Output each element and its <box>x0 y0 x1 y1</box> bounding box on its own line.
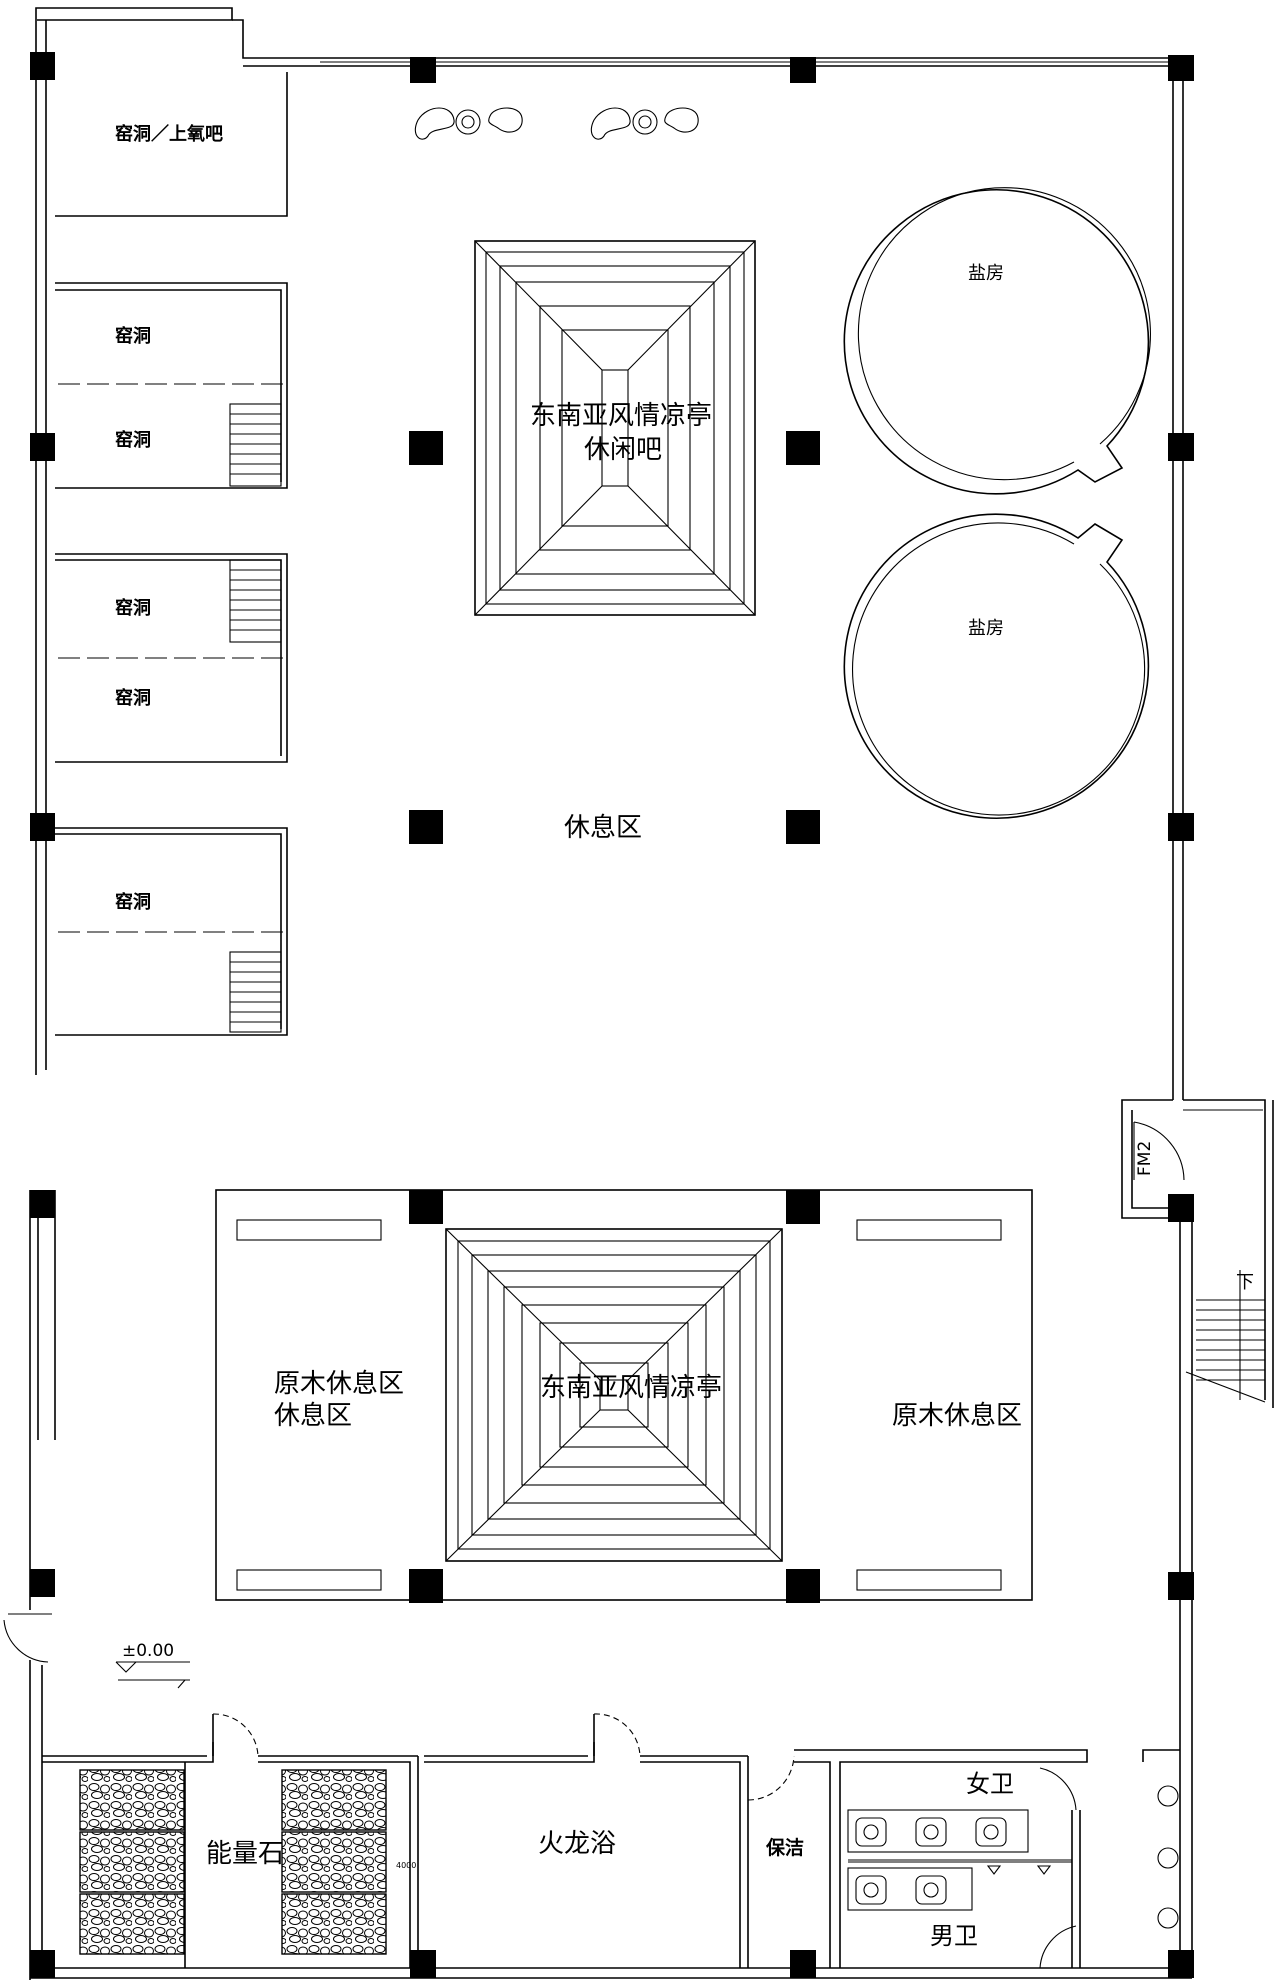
label-pavilion-center: 东南亚风情凉亭 <box>540 1373 722 1403</box>
stair-1 <box>229 403 282 487</box>
toilet-fixtures <box>855 1785 1179 1929</box>
label-door-fm2: FM2 <box>1135 1141 1155 1176</box>
top-pavilion <box>474 240 756 616</box>
label-stair-down: 下 <box>1236 1272 1254 1293</box>
left-entrance <box>3 1613 190 1689</box>
outer-walls <box>29 7 1274 1980</box>
label-salt-room-2: 盐房 <box>968 618 1004 639</box>
salt-rooms <box>843 187 1151 819</box>
label-cave-4: 窑洞 <box>115 687 151 709</box>
entrance-door <box>1133 1121 1185 1181</box>
label-pavilion-top-line1: 东南亚风情凉亭 <box>530 401 712 431</box>
energy-stone-panels <box>79 1769 387 1955</box>
stair-3 <box>229 951 282 1033</box>
label-salt-room-1: 盐房 <box>968 263 1004 284</box>
label-log-rest-left-line1: 原木休息区 <box>274 1369 404 1399</box>
label-cave-oxygen-bar: 窑洞／上氧吧 <box>115 123 223 145</box>
label-rest-area: 休息区 <box>564 813 642 843</box>
label-cave-5: 窑洞 <box>115 891 151 913</box>
label-cave-2: 窑洞 <box>115 429 151 451</box>
label-dimension-4000: 4000 <box>396 1861 416 1870</box>
label-log-rest-right: 原木休息区 <box>892 1401 1022 1431</box>
center-platform <box>215 1189 1033 1601</box>
label-log-rest-left-line2: 休息区 <box>274 1401 352 1431</box>
bottom-rooms <box>42 1713 1180 1969</box>
structural-columns <box>30 52 1194 1978</box>
room-labels: 窑洞／上氧吧 窑洞 窑洞 窑洞 窑洞 窑洞 东南亚风情凉亭 休闲吧 盐房 盐房 … <box>115 123 1254 1950</box>
stair-2 <box>229 559 282 643</box>
label-women-toilet: 女卫 <box>966 1770 1014 1798</box>
label-pavilion-top-line2: 休闲吧 <box>584 435 662 465</box>
label-energy-stone: 能量石 <box>206 1839 284 1869</box>
lounge-chairs <box>414 107 699 140</box>
elevation-marker <box>115 1661 190 1673</box>
label-elevation: ±0.00 <box>122 1641 174 1661</box>
label-cleaning: 保洁 <box>765 1836 804 1859</box>
cave-rooms <box>55 72 288 1036</box>
label-cave-1: 窑洞 <box>115 325 151 347</box>
label-cave-3: 窑洞 <box>115 597 151 619</box>
exterior-stair <box>1185 1270 1266 1403</box>
label-fire-dragon-bath: 火龙浴 <box>538 1829 616 1859</box>
label-men-toilet: 男卫 <box>930 1922 978 1950</box>
